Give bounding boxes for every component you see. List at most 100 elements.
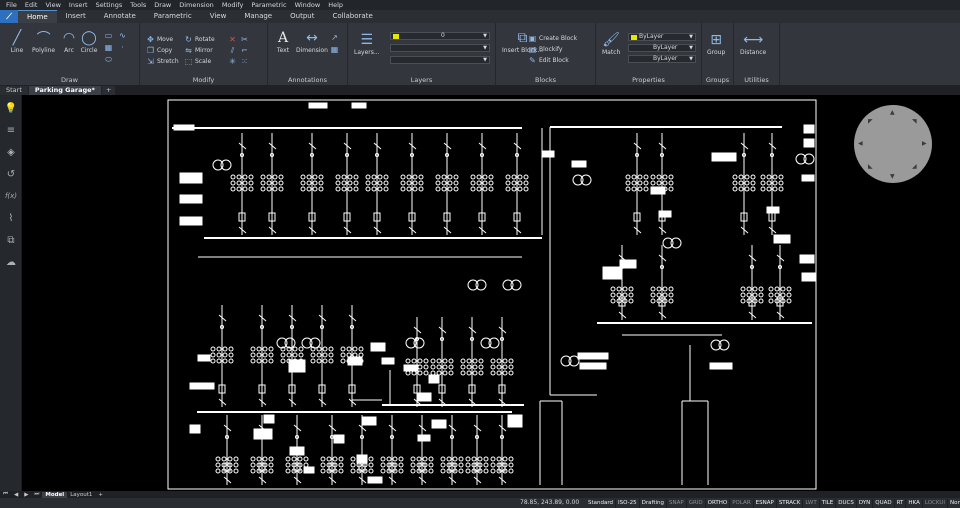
status-toggle-strack[interactable]: STRACK xyxy=(777,498,804,508)
blocks-library-icon[interactable]: ⧉ xyxy=(7,234,15,246)
explode-tool[interactable]: ✳ xyxy=(228,57,237,66)
formula-fx-icon[interactable]: f(x) xyxy=(4,192,18,200)
app-logo-icon[interactable]: ⟋ xyxy=(0,10,18,23)
layout-tab-model[interactable]: Model xyxy=(42,491,68,498)
pan-down-right-arrow-icon[interactable]: ◢ xyxy=(912,163,917,170)
menu-insert[interactable]: Insert xyxy=(68,1,88,9)
status-toggle-lockui[interactable]: LOCKUI xyxy=(923,498,948,508)
tab-collaborate[interactable]: Collaborate xyxy=(332,12,373,20)
pan-right-arrow-icon[interactable]: ▶ xyxy=(922,140,927,147)
menu-draw[interactable]: Draw xyxy=(154,1,172,9)
fillet-tool[interactable]: ⌐ xyxy=(240,46,249,55)
mirror-button[interactable]: ⇋Mirror xyxy=(184,46,213,55)
status-toggle-rt[interactable]: RT xyxy=(895,498,907,508)
status-toggle-iso-25[interactable]: ISO-25 xyxy=(616,498,640,508)
layer-combo[interactable]: 0 ▼ xyxy=(390,32,490,40)
array-tool[interactable]: ⁙ xyxy=(240,57,249,66)
layout-nav-next-icon[interactable]: ▶ xyxy=(24,491,29,498)
menu-dimension[interactable]: Dimension xyxy=(179,1,214,9)
rectangle-tool[interactable]: ▭ xyxy=(104,31,113,40)
tab-insert[interactable]: Insert xyxy=(65,12,86,20)
leader-tool[interactable]: ↗ xyxy=(330,33,339,42)
tab-manage[interactable]: Manage xyxy=(244,12,273,20)
new-doc-tab-button[interactable]: + xyxy=(101,86,116,95)
table-tool[interactable]: ▦ xyxy=(330,45,339,54)
cloud-upload-icon[interactable]: ☁ xyxy=(6,256,16,268)
copy-button[interactable]: ❐Copy xyxy=(146,46,172,55)
doc-tab-start[interactable]: Start xyxy=(0,86,28,95)
layout-nav-last-icon[interactable]: ⏭ xyxy=(34,491,40,497)
scale-button[interactable]: ⬚Scale xyxy=(184,57,211,66)
status-toggle-drafting[interactable]: Drafting xyxy=(640,498,667,508)
circle-button[interactable]: ◯ Circle xyxy=(80,29,98,54)
navigation-wheel[interactable]: ▲ ▼ ◀ ▶ ◤ ◥ ◣ ◢ xyxy=(854,105,932,183)
tab-annotate[interactable]: Annotate xyxy=(103,12,136,20)
offset-tool[interactable]: ⫽ xyxy=(228,46,237,56)
ellipse-tool[interactable]: ⬭ xyxy=(104,55,113,65)
group-button[interactable]: ⊞ Group xyxy=(707,31,725,56)
status-toggle-quad[interactable]: QUAD xyxy=(873,498,895,508)
tips-bulb-icon[interactable]: 💡 xyxy=(4,102,18,114)
status-toggle-lwt[interactable]: LWT xyxy=(803,498,820,508)
move-button[interactable]: ✥Move xyxy=(146,35,173,44)
status-toggle-ducs[interactable]: DUCS xyxy=(836,498,857,508)
rotate-button[interactable]: ↻Rotate xyxy=(184,35,215,44)
distance-button[interactable]: ⟷ Distance xyxy=(740,31,766,56)
line-button[interactable]: ╱ Line xyxy=(8,29,26,54)
menu-window[interactable]: Window xyxy=(294,1,321,9)
create-block-button[interactable]: ▣Create Block xyxy=(528,34,577,43)
properties-sliders-icon[interactable]: ≡ xyxy=(6,124,16,136)
new-layout-button[interactable]: + xyxy=(98,491,103,498)
status-toggle-polar[interactable]: POLAR xyxy=(730,498,754,508)
menu-edit[interactable]: Edit xyxy=(24,1,38,9)
layout-tab-layout1[interactable]: Layout1 xyxy=(70,491,93,498)
layers-stack-icon[interactable]: ◈ xyxy=(7,146,15,158)
doc-tab-parking-garage[interactable]: Parking Garage* xyxy=(28,86,101,95)
pan-down-arrow-icon[interactable]: ▼ xyxy=(890,173,895,180)
status-toggle-grid[interactable]: GRID xyxy=(687,498,706,508)
status-toggle-standard[interactable]: Standard xyxy=(586,498,617,508)
drawing-canvas[interactable]: ▲ ▼ ◀ ▶ ◤ ◥ ◣ ◢ xyxy=(22,95,960,491)
polyline-button[interactable]: ⌒ Polyline xyxy=(32,29,55,54)
status-toggle-esnap[interactable]: ESNAP xyxy=(754,498,777,508)
menu-tools[interactable]: Tools xyxy=(130,1,147,9)
blockify-button[interactable]: ▤Blockify xyxy=(528,45,563,54)
menu-view[interactable]: View xyxy=(45,1,61,9)
tab-parametric[interactable]: Parametric xyxy=(153,12,192,20)
trim-tool[interactable]: ✂ xyxy=(240,35,249,44)
tab-output[interactable]: Output xyxy=(290,12,315,20)
menu-modify[interactable]: Modify xyxy=(221,1,244,9)
status-toggle-dyn[interactable]: DYN xyxy=(857,498,874,508)
hatch-tool[interactable]: ▦ xyxy=(104,43,113,52)
menu-parametric[interactable]: Parametric xyxy=(251,1,287,9)
attachments-clip-icon[interactable]: ⌇ xyxy=(8,212,14,224)
spline-tool[interactable]: ∿ xyxy=(118,31,127,40)
status-toggle-hka[interactable]: HKA xyxy=(906,498,923,508)
status-toggle-snap[interactable]: SNAP xyxy=(667,498,687,508)
arc-button[interactable]: ◠ Arc xyxy=(60,29,78,54)
lineweight-combo[interactable]: ByLayer ▼ xyxy=(628,55,696,63)
layer-tools-row-2[interactable]: ▼ xyxy=(390,56,490,64)
linetype-combo[interactable]: ByLayer ▼ xyxy=(628,44,696,52)
menu-settings[interactable]: Settings xyxy=(95,1,123,9)
pan-down-left-arrow-icon[interactable]: ◣ xyxy=(868,163,873,170)
rotate-view-icon[interactable]: ↺ xyxy=(6,168,16,180)
stretch-button[interactable]: ⇲Stretch xyxy=(146,57,179,66)
layout-nav-first-icon[interactable]: ⏮ xyxy=(3,491,8,497)
erase-tool[interactable]: ✕ xyxy=(228,35,237,44)
layout-nav-prev-icon[interactable]: ◀ xyxy=(13,491,19,498)
pan-up-arrow-icon[interactable]: ▲ xyxy=(890,109,895,116)
status-toggle-tile[interactable]: TILE xyxy=(820,498,837,508)
menu-file[interactable]: File xyxy=(6,1,17,9)
color-combo[interactable]: ByLayer ▼ xyxy=(628,33,696,41)
pan-up-right-arrow-icon[interactable]: ◥ xyxy=(912,118,917,125)
match-button[interactable]: 🖌 Match xyxy=(602,31,620,56)
pan-left-arrow-icon[interactable]: ◀ xyxy=(858,140,863,147)
pan-up-left-arrow-icon[interactable]: ◤ xyxy=(868,118,873,125)
layer-tools-row[interactable]: ▼ xyxy=(390,44,490,52)
point-tool[interactable]: · xyxy=(118,43,127,52)
tab-home[interactable]: Home xyxy=(18,10,57,23)
tab-view[interactable]: View xyxy=(209,12,227,20)
text-button[interactable]: A Text xyxy=(274,29,292,54)
insert-block-button[interactable]: ⧉ Insert Block... xyxy=(502,29,543,54)
